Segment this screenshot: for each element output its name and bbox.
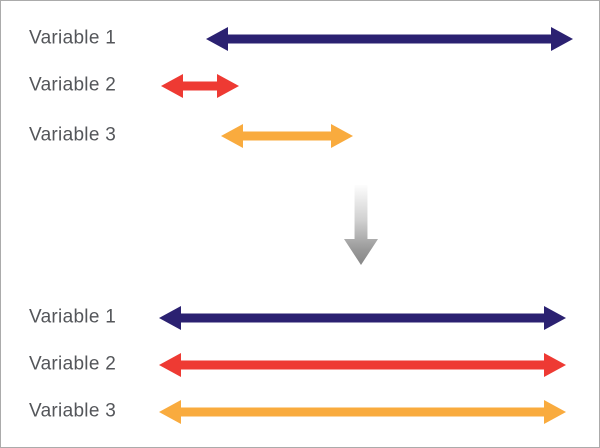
variable-2-range-arrow — [161, 74, 239, 98]
variable-2-scaled-range-arrow — [159, 353, 566, 377]
arrow-right-head-icon — [544, 306, 566, 330]
arrow-right-head-icon — [544, 353, 566, 377]
arrow-shaft — [175, 313, 550, 323]
arrow-right-head-icon — [544, 400, 566, 424]
arrow-left-head-icon — [221, 124, 243, 148]
variable-2-label: Variable 2 — [29, 74, 117, 96]
arrow-shaft — [177, 81, 223, 91]
arrow-shaft — [175, 407, 550, 417]
arrow-left-head-icon — [159, 306, 181, 330]
variable-3-label: Variable 3 — [29, 124, 117, 146]
variable-3-range-arrow — [221, 124, 353, 148]
arrow-left-head-icon — [206, 27, 228, 51]
variable-1-range-arrow — [206, 27, 573, 51]
arrow-shaft — [222, 34, 557, 44]
arrow-right-head-icon — [217, 74, 239, 98]
arrow-left-head-icon — [159, 353, 181, 377]
variable-3-label: Variable 3 — [29, 400, 117, 422]
arrow-right-head-icon — [331, 124, 353, 148]
arrow-shaft — [237, 131, 337, 141]
arrow-shaft — [175, 360, 550, 370]
variable-2-label: Variable 2 — [29, 353, 117, 375]
arrow-left-head-icon — [159, 400, 181, 424]
transform-down-arrow-icon — [344, 185, 378, 265]
arrow-right-head-icon — [551, 27, 573, 51]
arrow-left-head-icon — [161, 74, 183, 98]
variable-1-label: Variable 1 — [29, 27, 117, 49]
variable-1-label: Variable 1 — [29, 306, 117, 328]
variable-3-scaled-range-arrow — [159, 400, 566, 424]
variable-1-scaled-range-arrow — [159, 306, 566, 330]
